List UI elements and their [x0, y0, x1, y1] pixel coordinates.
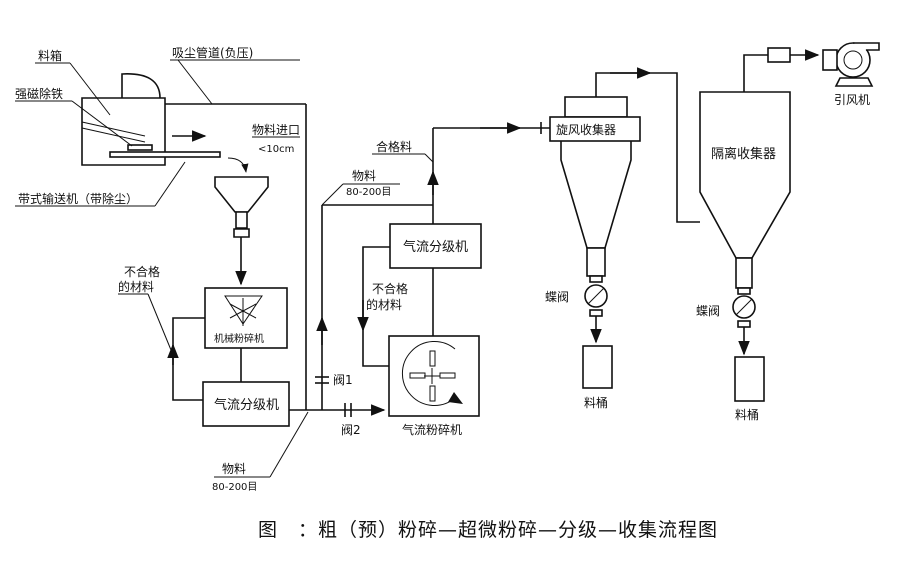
label-rejects-2b: 的材料 [366, 297, 402, 312]
label-size-2: 80-200目 [346, 187, 391, 198]
bucket-1 [582, 345, 613, 389]
leader-line [69, 62, 111, 116]
label-feed-inlet: 物料进口 [252, 123, 300, 137]
leader-line [71, 100, 133, 147]
label-rejects-1a: 不合格 [124, 264, 160, 279]
bag-collector: 隔离收集器 [699, 91, 791, 289]
bucket-2 [734, 356, 765, 402]
pipe [595, 72, 700, 223]
mechanical-mill: 机械粉碎机 [204, 287, 288, 349]
label-size-1: 80-200目 [212, 482, 257, 493]
label-rejects-1b: 的材料 [118, 279, 154, 294]
pipe [743, 54, 768, 92]
label-mech-mill: 机械粉碎机 [214, 332, 264, 345]
air-classifier-1: 气流分级机 [202, 381, 290, 427]
label-material-box: 料箱 [38, 48, 62, 63]
cyclone-collector: 旋风收集器 [549, 96, 641, 277]
reject-loop-1 [172, 317, 205, 401]
label-classifier-1: 气流分级机 [214, 397, 279, 413]
label-bucket-2: 料桶 [735, 407, 759, 422]
label-bucket-1: 料桶 [584, 395, 608, 410]
label-material-1: 物料 [222, 462, 246, 476]
label-magnet: 强磁除铁 [15, 86, 63, 101]
label-dust-pipe: 吸尘管道(负压) [172, 45, 253, 60]
leader-line [147, 293, 172, 351]
butterfly-valve-1 [584, 275, 608, 317]
fan-icon [822, 42, 880, 87]
air-classifier-2: 气流分级机 [389, 223, 482, 269]
label-butterfly-1: 蝶阀 [545, 289, 569, 304]
label-valve-1: 阀1 [333, 373, 353, 387]
figure-caption: 图 ：粗（预）粉碎—超微粉碎—分级—收集流程图 [258, 519, 718, 541]
leader-line [269, 411, 309, 478]
label-butterfly-2: 蝶阀 [696, 303, 720, 318]
label-material-2: 物料 [352, 169, 376, 183]
label-rejects-2a: 不合格 [372, 281, 408, 296]
leader-line [424, 153, 434, 163]
label-jet-mill: 气流粉碎机 [402, 422, 462, 437]
jet-mill [388, 335, 480, 417]
label-feed-size: <10cm [258, 144, 294, 155]
label-belt-conveyor: 带式输送机（带除尘） [18, 191, 138, 206]
inline-filter [767, 47, 791, 63]
leader-line [321, 183, 344, 206]
label-classifier-2: 气流分级机 [403, 239, 468, 255]
label-qualified: 合格料 [376, 139, 412, 154]
leader-line [154, 161, 186, 207]
label-fan: 引风机 [834, 93, 870, 107]
label-cyclone: 旋风收集器 [556, 122, 616, 137]
butterfly-valve-2 [732, 287, 756, 328]
label-valve-2: 阀2 [341, 423, 361, 437]
feed-hopper [214, 176, 269, 286]
leader-line [177, 59, 213, 105]
material-box-unit [81, 73, 307, 410]
label-bag-collector: 隔离收集器 [711, 146, 776, 162]
